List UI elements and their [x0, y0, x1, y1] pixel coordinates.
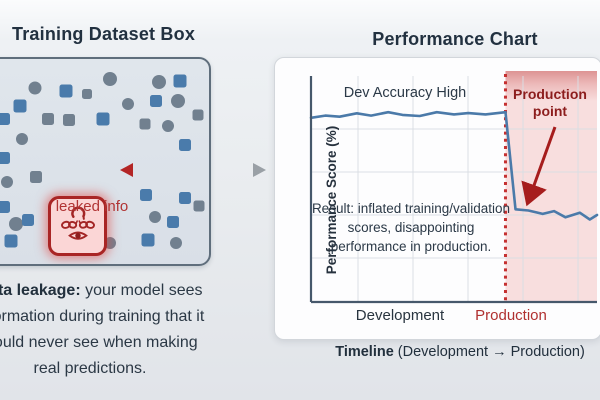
leaked-info-badge — [48, 196, 107, 256]
leaked-info-label: leaked info — [55, 198, 129, 215]
caption-line4: real predictions. — [33, 360, 147, 377]
broken-chain-eye-icon — [58, 203, 98, 250]
performance-chart-card — [274, 57, 600, 340]
data-point-square — [22, 214, 34, 226]
caption-bold: Data leakage: — [0, 282, 81, 299]
timeline-caption-rest: (Development → Production) — [393, 344, 585, 360]
timeline-caption: Timeline (Development → Production) — [300, 344, 600, 360]
data-point-circle — [170, 237, 182, 249]
data-point-square — [167, 216, 179, 228]
data-point-circle — [171, 94, 185, 108]
data-point-square — [173, 74, 187, 88]
data-point-square — [42, 113, 54, 125]
data-point-square — [193, 200, 205, 212]
left-panel-title: Training Dataset Box — [12, 24, 196, 44]
data-point-circle — [149, 211, 161, 223]
dev-accuracy-annotation: Dev Accuracy High — [343, 85, 467, 101]
data-point-square — [13, 99, 27, 113]
data-point-square — [59, 84, 73, 98]
data-point-square — [0, 113, 10, 125]
data-point-square — [96, 112, 110, 126]
result-annotation: Result: inflated training/validation sco… — [311, 201, 511, 254]
caption-line3: would never see when making — [0, 334, 198, 351]
data-point-square — [30, 171, 42, 183]
data-point-circle — [152, 75, 166, 89]
data-point-square — [179, 139, 191, 151]
right-panel-title: Performance Chart — [372, 29, 538, 49]
production-point-annotation: Production point — [513, 86, 587, 119]
data-point-circle — [1, 176, 13, 188]
x-label-development: Development — [355, 307, 445, 324]
data-point-circle — [9, 217, 23, 231]
data-point-square — [192, 109, 204, 121]
data-point-square — [140, 189, 152, 201]
performance-line-chart — [309, 71, 599, 304]
data-point-circle — [103, 72, 117, 86]
data-point-square — [4, 234, 18, 248]
data-point-square — [0, 201, 10, 213]
data-point-square — [179, 192, 191, 204]
timeline-caption-bold: Timeline — [335, 344, 394, 360]
data-point-circle — [104, 237, 116, 249]
data-point-square — [0, 152, 10, 164]
data-point-square — [139, 118, 151, 130]
data-leakage-caption: Data leakage: your model sees informatio… — [0, 278, 255, 382]
data-point-square — [63, 114, 75, 126]
caption-line2: information during training that it — [0, 308, 205, 325]
data-point-circle — [162, 120, 174, 132]
training-dataset-box — [0, 57, 211, 266]
caption-rest: your model sees — [80, 282, 203, 299]
data-point-circle — [28, 81, 42, 95]
data-point-square — [150, 95, 162, 107]
x-label-production: Production — [475, 307, 547, 324]
data-point-square — [141, 233, 155, 247]
data-point-circle — [122, 98, 134, 110]
data-point-square — [82, 89, 92, 99]
data-point-circle — [16, 133, 28, 145]
leak-connector-arrow — [118, 158, 268, 187]
